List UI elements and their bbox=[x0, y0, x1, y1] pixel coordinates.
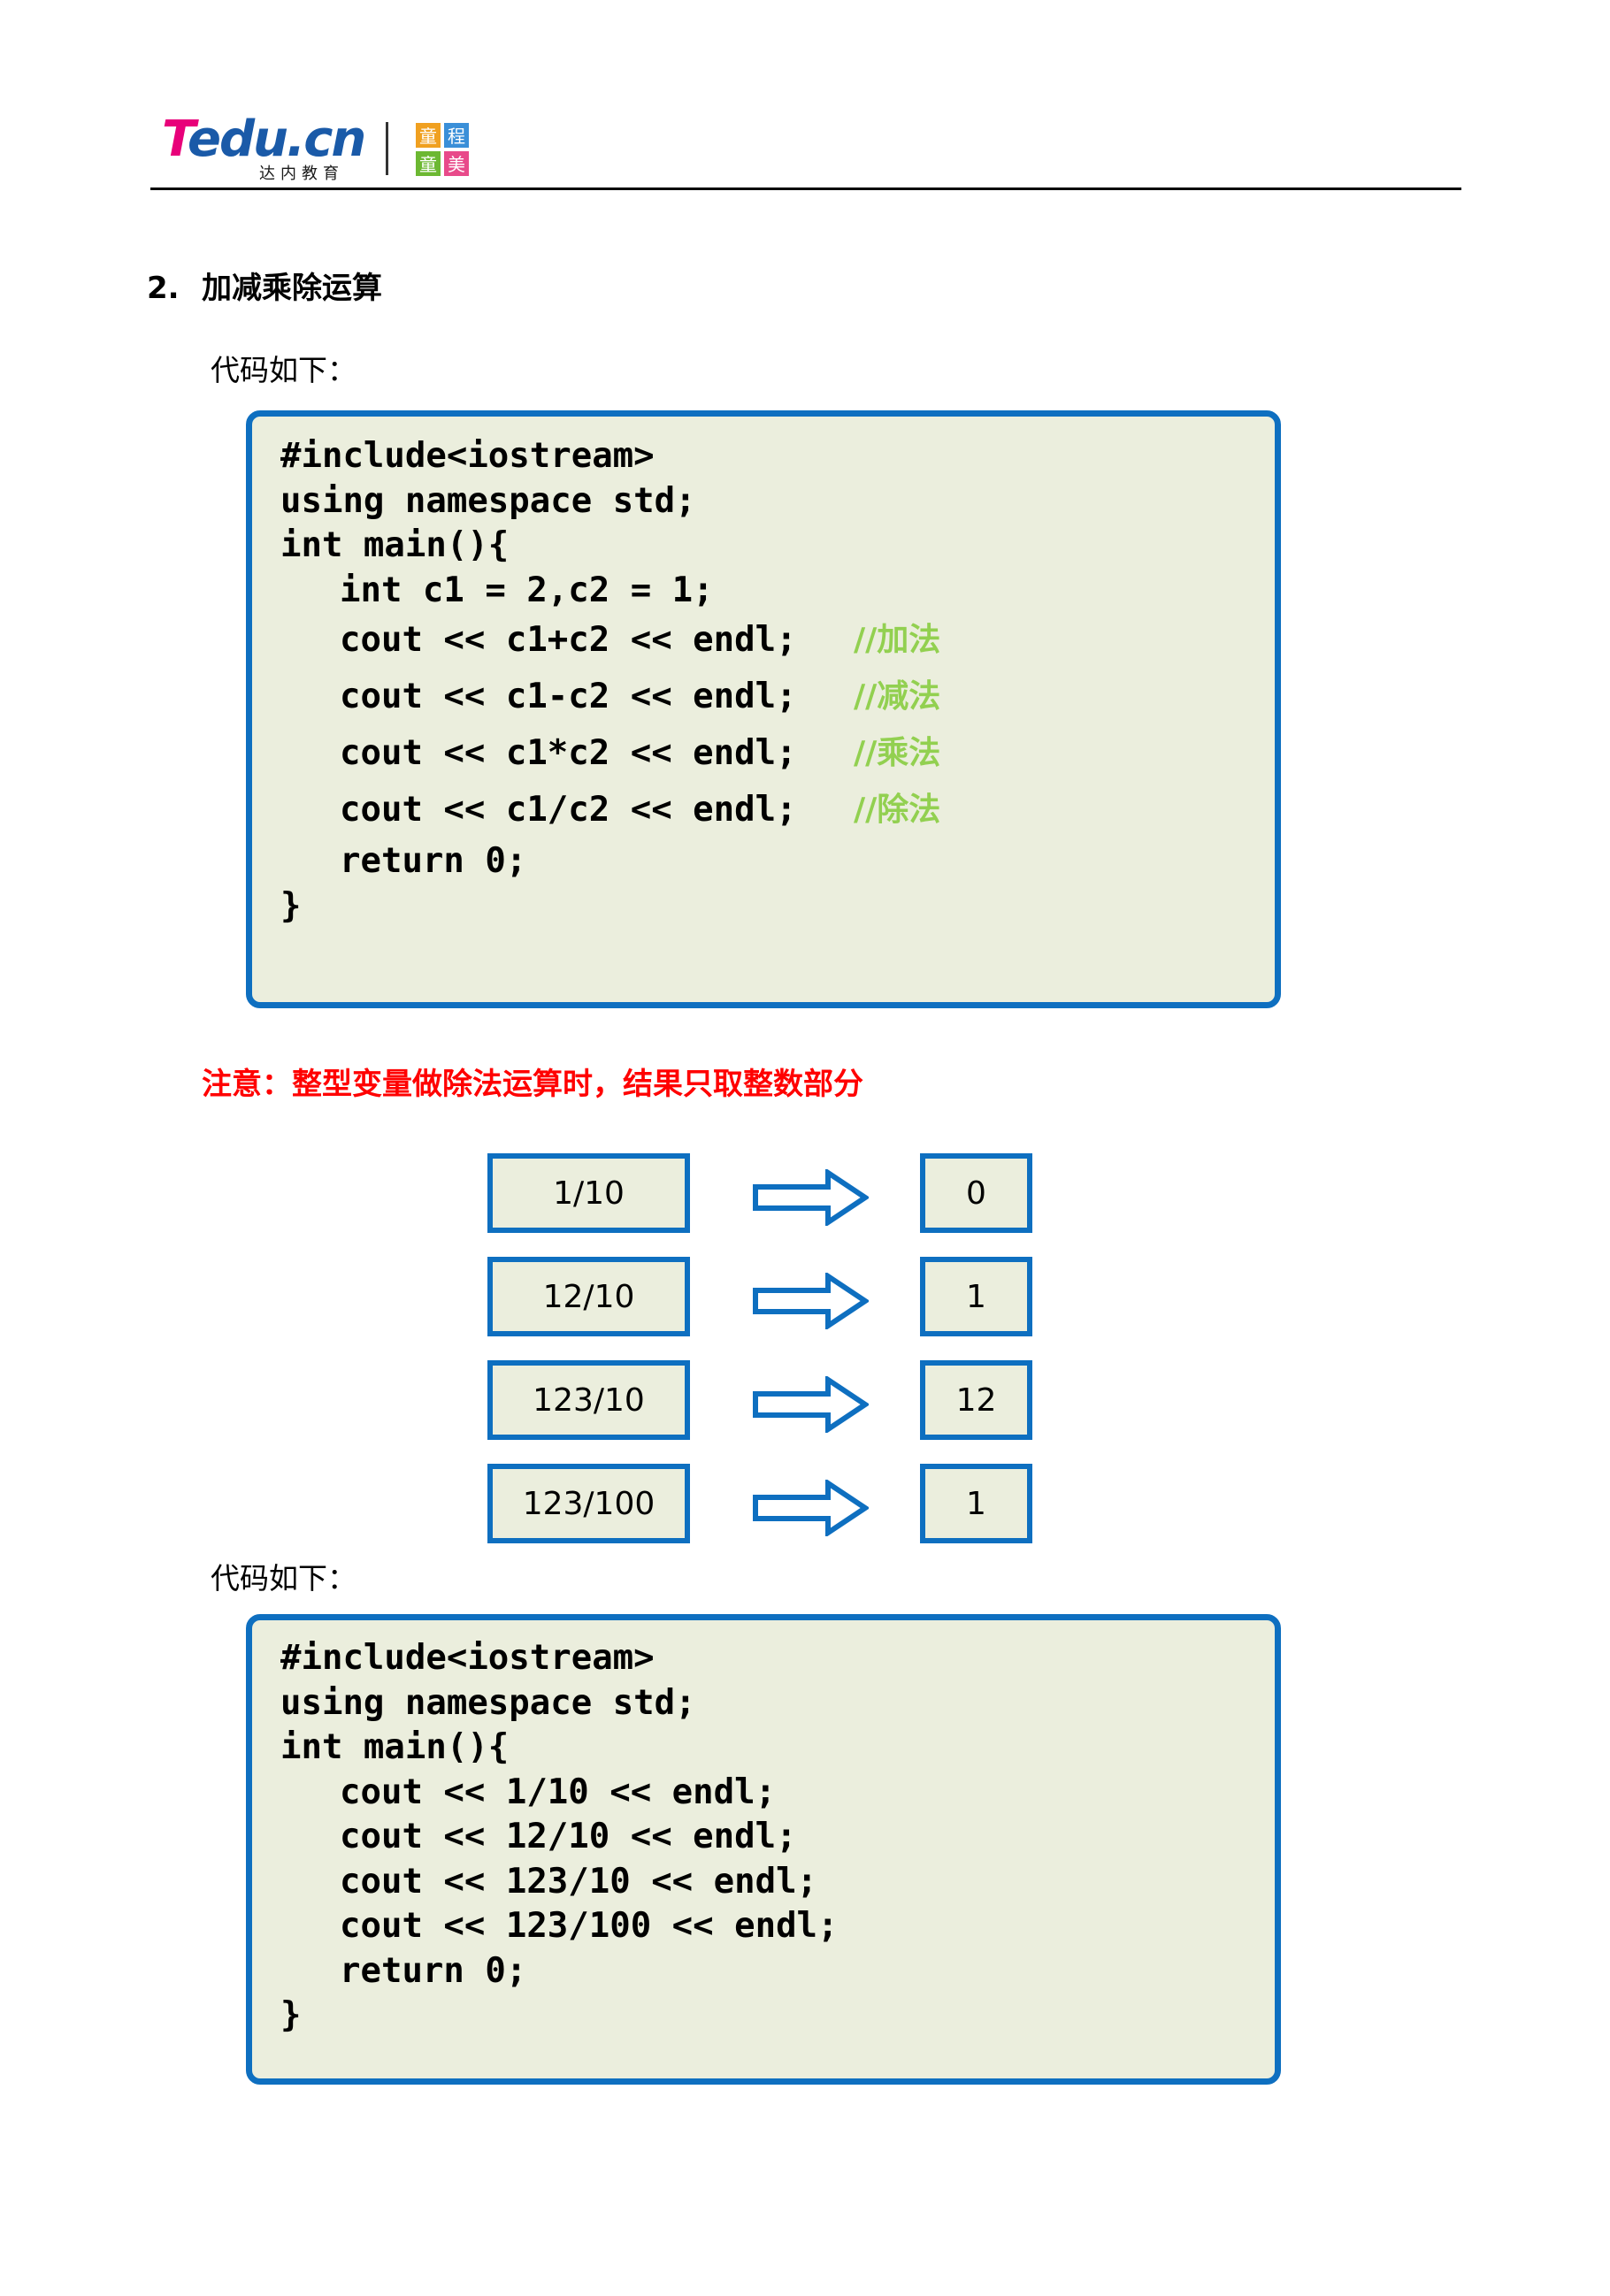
code-line: } bbox=[280, 886, 302, 926]
division-expression-box: 1/10 bbox=[487, 1153, 690, 1233]
logo-wordmark: Tedu.cn bbox=[162, 111, 366, 168]
right-arrow-icon bbox=[753, 1169, 869, 1226]
code-line: int main(){ bbox=[280, 1727, 510, 1767]
division-expression-box: 12/10 bbox=[487, 1257, 690, 1336]
division-result-box: 1 bbox=[920, 1257, 1032, 1336]
division-result-box: 12 bbox=[920, 1360, 1032, 1440]
division-result-box: 0 bbox=[920, 1153, 1032, 1233]
logo-divider bbox=[386, 122, 388, 175]
tongchengtongmei-logo-icon: 童 程 童 美 bbox=[416, 123, 469, 176]
division-expression-box: 123/100 bbox=[487, 1464, 690, 1543]
code-line: cout << c1*c2 << endl; bbox=[340, 733, 797, 773]
code-comment-addition: //加法 bbox=[854, 622, 941, 658]
code-line: cout << c1-c2 << endl; bbox=[340, 677, 797, 716]
logo-text: edu.cn bbox=[187, 111, 366, 168]
logo-letter: T bbox=[162, 111, 189, 168]
code-block-integer-division: #include<iostream> using namespace std; … bbox=[246, 1614, 1281, 2085]
code-intro-text: 代码如下： bbox=[211, 353, 356, 387]
division-result-box: 1 bbox=[920, 1464, 1032, 1543]
code-line: cout << 1/10 << endl; bbox=[340, 1772, 777, 1812]
code-line: #include<iostream> bbox=[280, 436, 655, 476]
code-line: using namespace std; bbox=[280, 481, 696, 521]
code-line: cout << 123/10 << endl; bbox=[340, 1862, 818, 1902]
code-line: return 0; bbox=[340, 841, 527, 881]
tedu-logo: Tedu.cn 达内教育 bbox=[162, 111, 366, 184]
logo-mark-char-2: 程 bbox=[448, 126, 465, 147]
code-line: #include<iostream> bbox=[280, 1638, 655, 1678]
code-line: int c1 = 2,c2 = 1; bbox=[340, 570, 714, 610]
logo-mark-char-3: 童 bbox=[419, 154, 437, 175]
code-comment-division: //除法 bbox=[854, 792, 941, 828]
logo-mark-char-1: 童 bbox=[419, 126, 437, 147]
code-comment-subtraction: //减法 bbox=[854, 678, 941, 715]
code-line: int main(){ bbox=[280, 525, 510, 565]
right-arrow-icon bbox=[753, 1376, 869, 1433]
section-heading: 2. 加减乘除运算 bbox=[147, 264, 382, 307]
code-line: } bbox=[280, 1995, 302, 2035]
code-intro-text: 代码如下： bbox=[211, 1561, 356, 1596]
code-line: cout << c1/c2 << endl; bbox=[340, 790, 797, 830]
code-line: cout << 12/10 << endl; bbox=[340, 1817, 797, 1856]
section-title: 加减乘除运算 bbox=[202, 271, 382, 306]
code-comment-multiplication: //乘法 bbox=[854, 735, 941, 771]
right-arrow-icon bbox=[753, 1273, 869, 1329]
right-arrow-icon bbox=[753, 1480, 869, 1536]
code-block-arithmetic: #include<iostream> using namespace std; … bbox=[246, 410, 1281, 1008]
header-rule bbox=[150, 188, 1461, 190]
code-line: return 0; bbox=[340, 1951, 527, 1991]
division-expression-box: 123/10 bbox=[487, 1360, 690, 1440]
code-line: using namespace std; bbox=[280, 1683, 696, 1723]
integer-division-note: 注意：整型变量做除法运算时，结果只取整数部分 bbox=[202, 1067, 863, 1102]
section-number: 2. bbox=[147, 271, 180, 306]
code-line: cout << c1+c2 << endl; bbox=[340, 620, 797, 660]
logo-subtitle: 达内教育 bbox=[259, 165, 344, 183]
logo-mark-char-4: 美 bbox=[448, 154, 465, 175]
code-line: cout << 123/100 << endl; bbox=[340, 1906, 839, 1946]
